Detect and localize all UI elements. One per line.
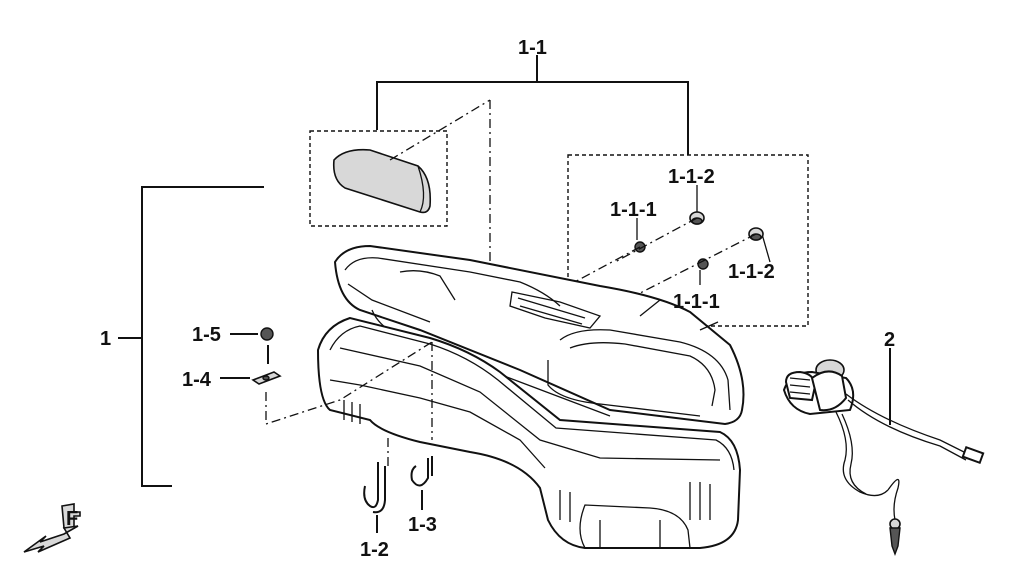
label-1-5: 1-5 [192,324,221,346]
hook-1-2 [363,462,386,533]
label-1-1-2-lower: 1-1-2 [728,261,775,283]
label-1: 1 [100,328,111,350]
label-1-1-1-upper: 1-1-1 [610,199,657,221]
label-1-1-1-lower: 1-1-1 [673,291,720,313]
front-letter: F [66,508,78,530]
label-1-4: 1-4 [182,369,212,391]
label-1-3: 1-3 [408,514,437,536]
pad-inset-box [309,99,491,227]
hook-1-3 [410,456,433,510]
nut-1-5 [230,327,274,341]
bracket-1 [118,186,264,487]
backrest-pad [332,148,432,214]
hardware-inset-box [499,154,809,341]
label-1-2: 1-2 [360,539,389,561]
washer-1-4 [220,371,282,385]
storage-box-base [316,316,742,549]
front-arrow-icon: F [23,503,81,553]
air-compressor-2 [782,348,985,556]
fastener-guide-line [265,341,433,425]
bracket-1-1 [376,55,689,155]
label-1-1: 1-1 [518,37,547,59]
label-1-1-2-upper: 1-1-2 [668,166,715,188]
label-2: 2 [884,329,895,351]
